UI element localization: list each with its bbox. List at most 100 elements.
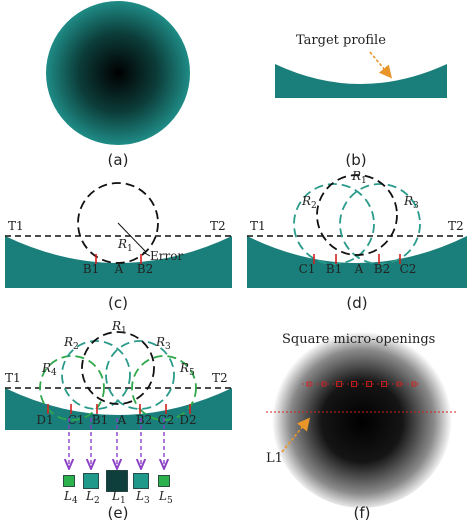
square-openings-label: Square micro-openings xyxy=(282,332,435,347)
radius-symbol: R xyxy=(403,194,413,208)
radius-symbol: R xyxy=(301,194,311,208)
opening-label-l4: L4 xyxy=(63,489,78,506)
opening-squares xyxy=(63,470,170,492)
radius-subscript: 5 xyxy=(189,368,195,378)
point-label-a: A xyxy=(354,262,364,276)
target-profile-arrow xyxy=(369,51,393,79)
target-profile-label: Target profile xyxy=(296,33,386,48)
radius-subscript: 2 xyxy=(311,201,317,211)
circle-r1 xyxy=(81,331,155,405)
radius-label: R1 xyxy=(117,237,133,254)
profile-shape xyxy=(247,236,467,288)
t2-label: T2 xyxy=(212,371,228,385)
opening-subscript: 3 xyxy=(144,496,150,506)
gradient-mask xyxy=(272,328,452,508)
circle-r4 xyxy=(39,355,105,421)
opening-symbol: L xyxy=(135,489,144,503)
radius-symbol: R xyxy=(179,361,189,375)
profile-shape xyxy=(5,388,232,430)
opening-subscript: 4 xyxy=(72,496,78,506)
circle-r3 xyxy=(105,340,175,410)
circle-r2 xyxy=(293,183,375,265)
point-label-b2: B2 xyxy=(136,413,152,427)
caption-b: (b) xyxy=(345,151,366,169)
opening-symbol: L xyxy=(111,489,120,503)
radius-label-r1: R1 xyxy=(111,319,127,336)
target-profile-shape xyxy=(275,64,447,98)
opening-arrows xyxy=(69,418,164,466)
point-label-b2: B2 xyxy=(374,262,390,276)
radius-subscript: 2 xyxy=(73,342,79,352)
circle-r1 xyxy=(316,174,398,256)
opening-symbol: L xyxy=(63,489,72,503)
panel-f: Square micro-openings L1 (f) xyxy=(266,328,456,522)
radius-subscript: 1 xyxy=(361,176,367,186)
radius-label-r1: R1 xyxy=(351,169,367,186)
circle-r1 xyxy=(77,182,159,264)
radius-symbol: R xyxy=(117,237,127,251)
radius-symbol: R xyxy=(111,319,121,333)
opening-subscript: 2 xyxy=(94,496,100,506)
opening-square-l1 xyxy=(106,470,128,492)
panel-b: Target profile (b) xyxy=(275,33,447,169)
point-label-d2: D2 xyxy=(179,413,196,427)
radius-label-r3: R3 xyxy=(403,194,419,211)
radius-symbol: R xyxy=(41,361,51,375)
t2-label: T2 xyxy=(448,219,464,233)
caption-a: (a) xyxy=(108,151,129,169)
caption-f: (f) xyxy=(354,504,371,522)
point-label-d1: D1 xyxy=(36,413,53,427)
radius-symbol: R xyxy=(351,169,361,183)
opening-label-l1: L1 xyxy=(111,489,126,506)
micro-opening xyxy=(336,381,342,387)
opening-label-l2: L2 xyxy=(85,489,100,506)
radius-subscript: 3 xyxy=(413,201,419,211)
micro-opening xyxy=(381,381,387,387)
caption-e: (e) xyxy=(108,504,129,522)
micro-opening xyxy=(366,381,372,387)
circle-r2 xyxy=(61,340,131,410)
opening-square-l2 xyxy=(83,473,99,489)
point-label-a: A xyxy=(117,413,127,427)
tick-marks xyxy=(95,254,142,264)
radius-subscript: 1 xyxy=(127,244,133,254)
opening-subscript: 1 xyxy=(120,496,126,506)
opening-symbol: L xyxy=(85,489,94,503)
gradient-disc xyxy=(46,1,190,145)
opening-square-l5 xyxy=(158,475,170,487)
error-label: Error xyxy=(150,249,183,263)
t1-label: T1 xyxy=(250,219,266,233)
radius-label-r5: R5 xyxy=(179,361,195,378)
l1-label: L1 xyxy=(266,451,283,466)
radius-label-r2: R2 xyxy=(301,194,317,211)
tick-marks xyxy=(313,254,401,264)
panel-a: (a) xyxy=(46,1,190,169)
point-label-c1: C1 xyxy=(68,413,85,427)
opening-square-l3 xyxy=(133,473,149,489)
point-label-c2: C2 xyxy=(400,262,417,276)
radius-label-r4: R4 xyxy=(41,361,57,378)
point-label-b1: B1 xyxy=(83,262,99,276)
tick-marks xyxy=(47,404,191,414)
point-label-c2: C2 xyxy=(158,413,175,427)
circle-r3 xyxy=(339,183,421,265)
radius-subscript: 4 xyxy=(51,368,57,378)
opening-symbol: L xyxy=(158,489,167,503)
opening-label-l3: L3 xyxy=(135,489,150,506)
opening-square-l4 xyxy=(63,475,75,487)
point-label-b1: B1 xyxy=(326,262,342,276)
radius-label-r2: R2 xyxy=(63,335,79,352)
t2-label: T2 xyxy=(210,219,226,233)
radius-line xyxy=(117,222,147,253)
l1-arrow xyxy=(281,417,311,453)
